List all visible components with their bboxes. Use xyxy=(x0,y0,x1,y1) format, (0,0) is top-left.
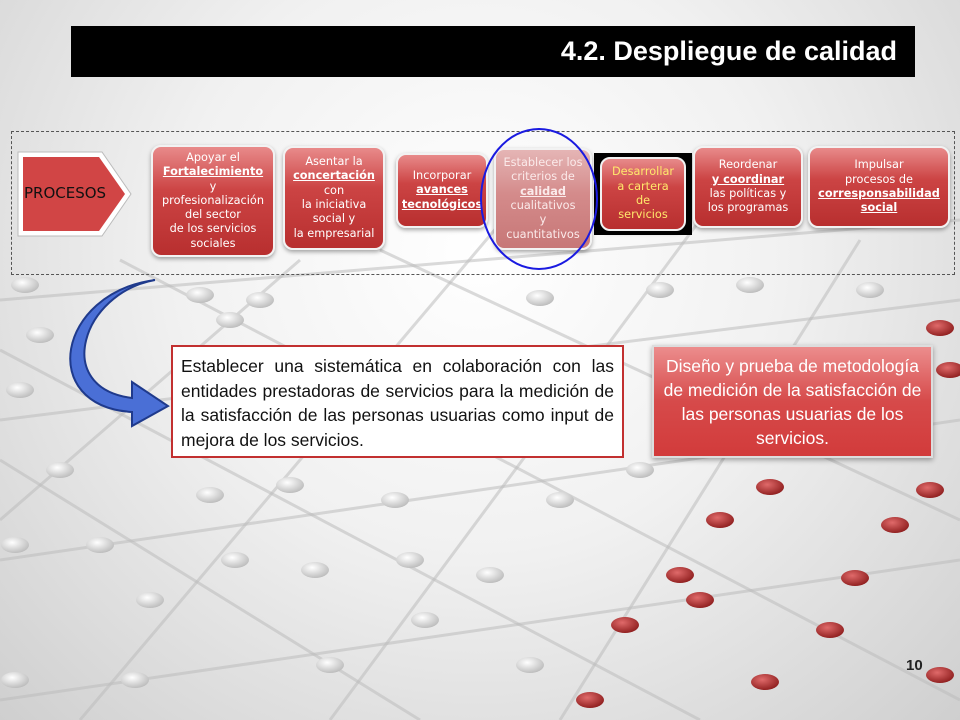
main-description-box: Establecer una sistemática en colaboraci… xyxy=(171,345,624,458)
white-node-dot xyxy=(316,657,344,673)
process-step-line: con xyxy=(323,183,345,197)
white-node-dot xyxy=(546,492,574,508)
white-node-dot xyxy=(6,382,34,398)
process-step-line: a cartera xyxy=(617,179,669,193)
red-node-dot xyxy=(936,362,960,378)
red-node-dot xyxy=(751,674,779,690)
white-node-dot xyxy=(186,287,214,303)
highlight-circle xyxy=(480,128,598,270)
red-node-dot xyxy=(666,567,694,583)
white-node-dot xyxy=(856,282,884,298)
background-line xyxy=(328,219,702,720)
white-node-dot xyxy=(516,657,544,673)
white-node-dot xyxy=(1,537,29,553)
process-step-line: los programas xyxy=(707,201,789,215)
process-step-line: del sector xyxy=(185,208,241,222)
title-bar: 4.2. Despliegue de calidad xyxy=(71,26,915,77)
red-node-dot xyxy=(706,512,734,528)
background-line xyxy=(0,458,421,720)
process-step-line: social xyxy=(860,201,898,215)
white-node-dot xyxy=(11,277,39,293)
white-node-dot xyxy=(301,562,329,578)
white-node-dot xyxy=(246,292,274,308)
main-description-text: Establecer una sistemática en colaboraci… xyxy=(181,356,614,450)
process-step-line: Fortalecimiento xyxy=(162,165,264,179)
white-node-dot xyxy=(221,552,249,568)
process-step-line: de xyxy=(635,194,651,207)
process-step-line: de los servicios xyxy=(169,222,257,236)
white-node-dot xyxy=(736,277,764,293)
process-step-line: avances xyxy=(416,183,468,197)
process-step-line: las políticas y xyxy=(709,187,787,200)
red-node-dot xyxy=(611,617,639,633)
white-node-dot xyxy=(136,592,164,608)
white-node-dot xyxy=(121,672,149,688)
white-node-dot xyxy=(86,537,114,553)
process-step-line: procesos de xyxy=(844,172,914,186)
white-node-dot xyxy=(216,312,244,328)
white-node-dot xyxy=(26,327,54,343)
background-line xyxy=(0,558,960,702)
page-number: 10 xyxy=(906,657,923,674)
process-step-line: servicios xyxy=(618,208,668,222)
process-step-line: Asentar la xyxy=(305,155,363,169)
background-line xyxy=(558,239,862,720)
white-node-dot xyxy=(476,567,504,583)
process-step-line: social y xyxy=(312,212,356,226)
process-step-line: profesionalización xyxy=(162,193,264,207)
red-node-dot xyxy=(686,592,714,608)
process-step-line: Incorporar xyxy=(412,169,472,183)
process-step-line: la iniciativa xyxy=(301,198,367,211)
methodology-text: Diseño y prueba de metodología de medici… xyxy=(663,355,922,448)
white-node-dot xyxy=(526,290,554,306)
process-dashed-frame xyxy=(11,131,955,275)
white-node-dot xyxy=(1,672,29,688)
white-node-dot xyxy=(196,487,224,503)
red-node-dot xyxy=(816,622,844,638)
red-node-dot xyxy=(881,517,909,533)
red-node-dot xyxy=(926,320,954,336)
page-title: 4.2. Despliegue de calidad xyxy=(560,36,897,66)
white-node-dot xyxy=(46,462,74,478)
red-node-dot xyxy=(916,482,944,498)
background-line xyxy=(78,199,522,720)
process-step-line: Apoyar el xyxy=(186,150,240,164)
white-node-dot xyxy=(411,612,439,628)
process-step-line: y xyxy=(209,179,217,193)
process-step-line: tecnológicos xyxy=(401,197,483,211)
white-node-dot xyxy=(396,552,424,568)
background-line xyxy=(0,218,960,302)
process-step-line: Desarrollar xyxy=(611,165,675,179)
white-node-dot xyxy=(276,477,304,493)
red-node-dot xyxy=(926,667,954,683)
background-line xyxy=(0,348,701,720)
red-node-dot xyxy=(756,479,784,495)
red-node-dot xyxy=(576,692,604,708)
process-step-line: concertación xyxy=(293,169,375,183)
procesos-arrow-shape xyxy=(17,151,132,237)
process-step-line: Reordenar xyxy=(718,158,778,172)
red-node-dot xyxy=(841,570,869,586)
white-node-dot xyxy=(646,282,674,298)
process-step-line: sociales xyxy=(190,236,236,250)
process-step-line: corresponsabilidad xyxy=(818,187,940,200)
process-step-line: Impulsar xyxy=(854,158,904,172)
curved-arrow-icon xyxy=(69,279,170,428)
procesos-label: PROCESOS xyxy=(24,184,107,202)
process-step-line: y coordinar xyxy=(711,172,785,186)
process-step-line: la empresarial xyxy=(293,226,375,240)
white-node-dot xyxy=(626,462,654,478)
methodology-box: Diseño y prueba de metodología de medici… xyxy=(652,345,933,458)
white-node-dot xyxy=(381,492,409,508)
